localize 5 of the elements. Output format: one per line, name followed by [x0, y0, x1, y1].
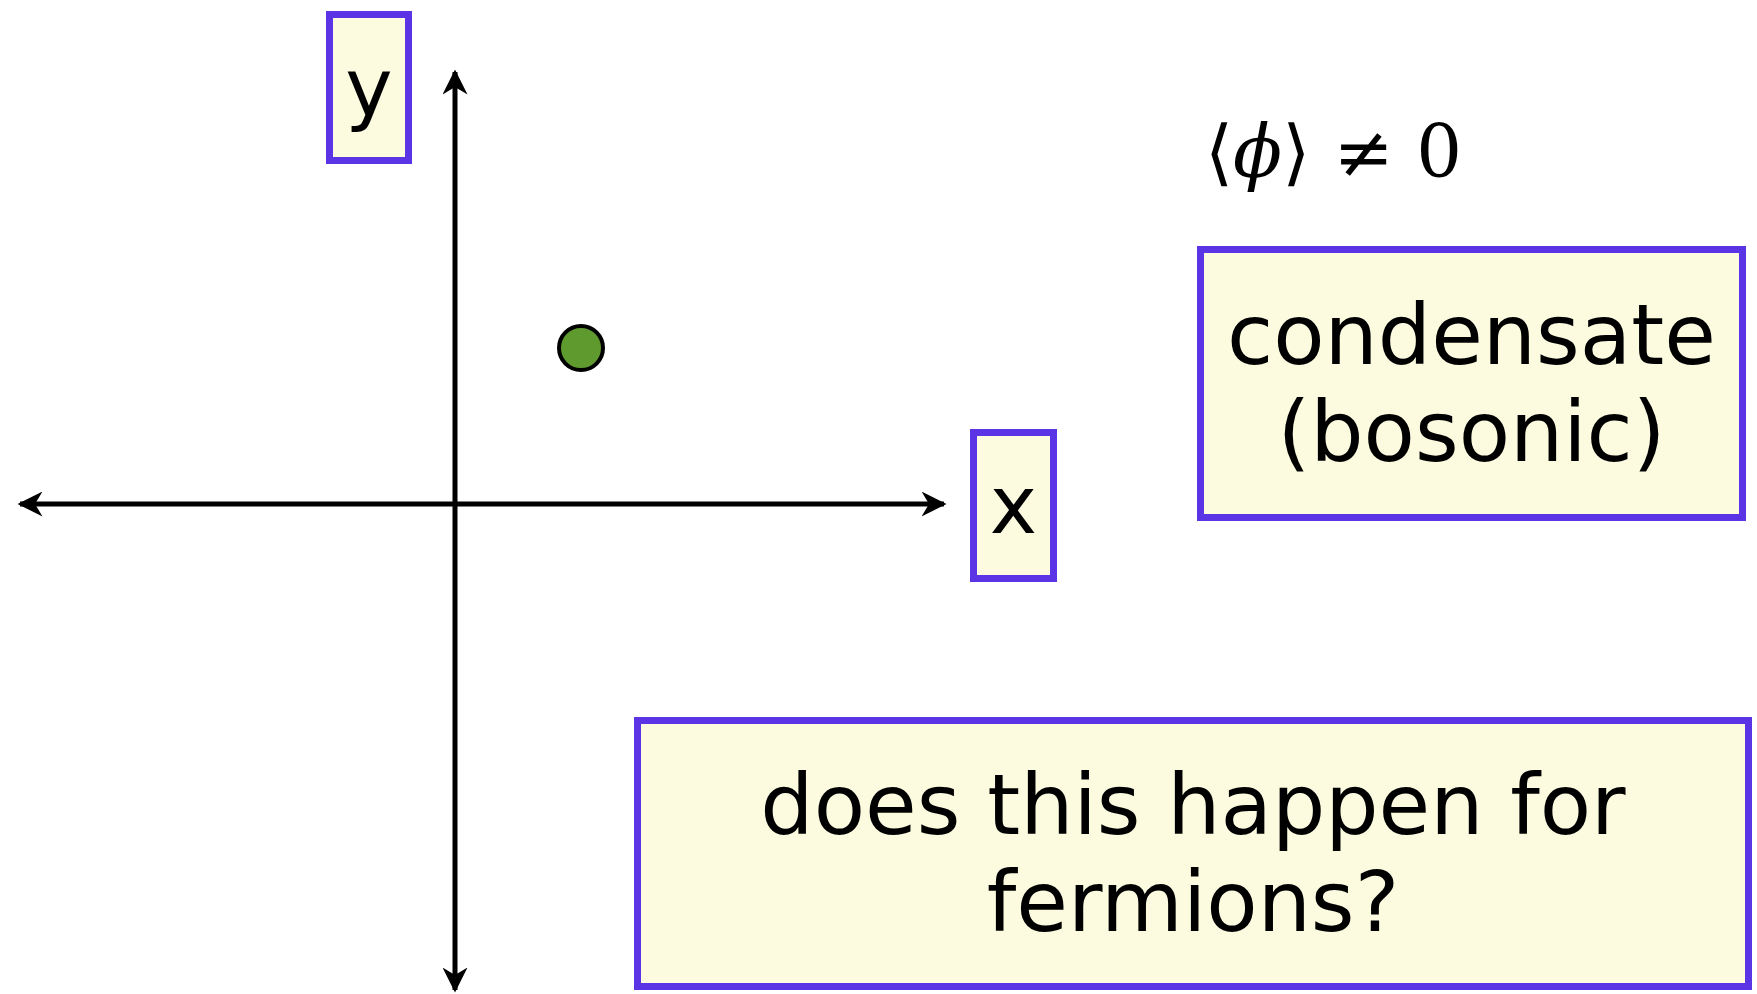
text-box: condensate (bosonic) — [1197, 246, 1746, 521]
text-box: does this happen for fermions? — [634, 717, 1752, 990]
axis-label-box: x — [970, 429, 1057, 582]
axis-label-box: y — [326, 11, 412, 164]
formula-label: ⟨ϕ⟩ ≠ 0 — [1205, 110, 1463, 194]
